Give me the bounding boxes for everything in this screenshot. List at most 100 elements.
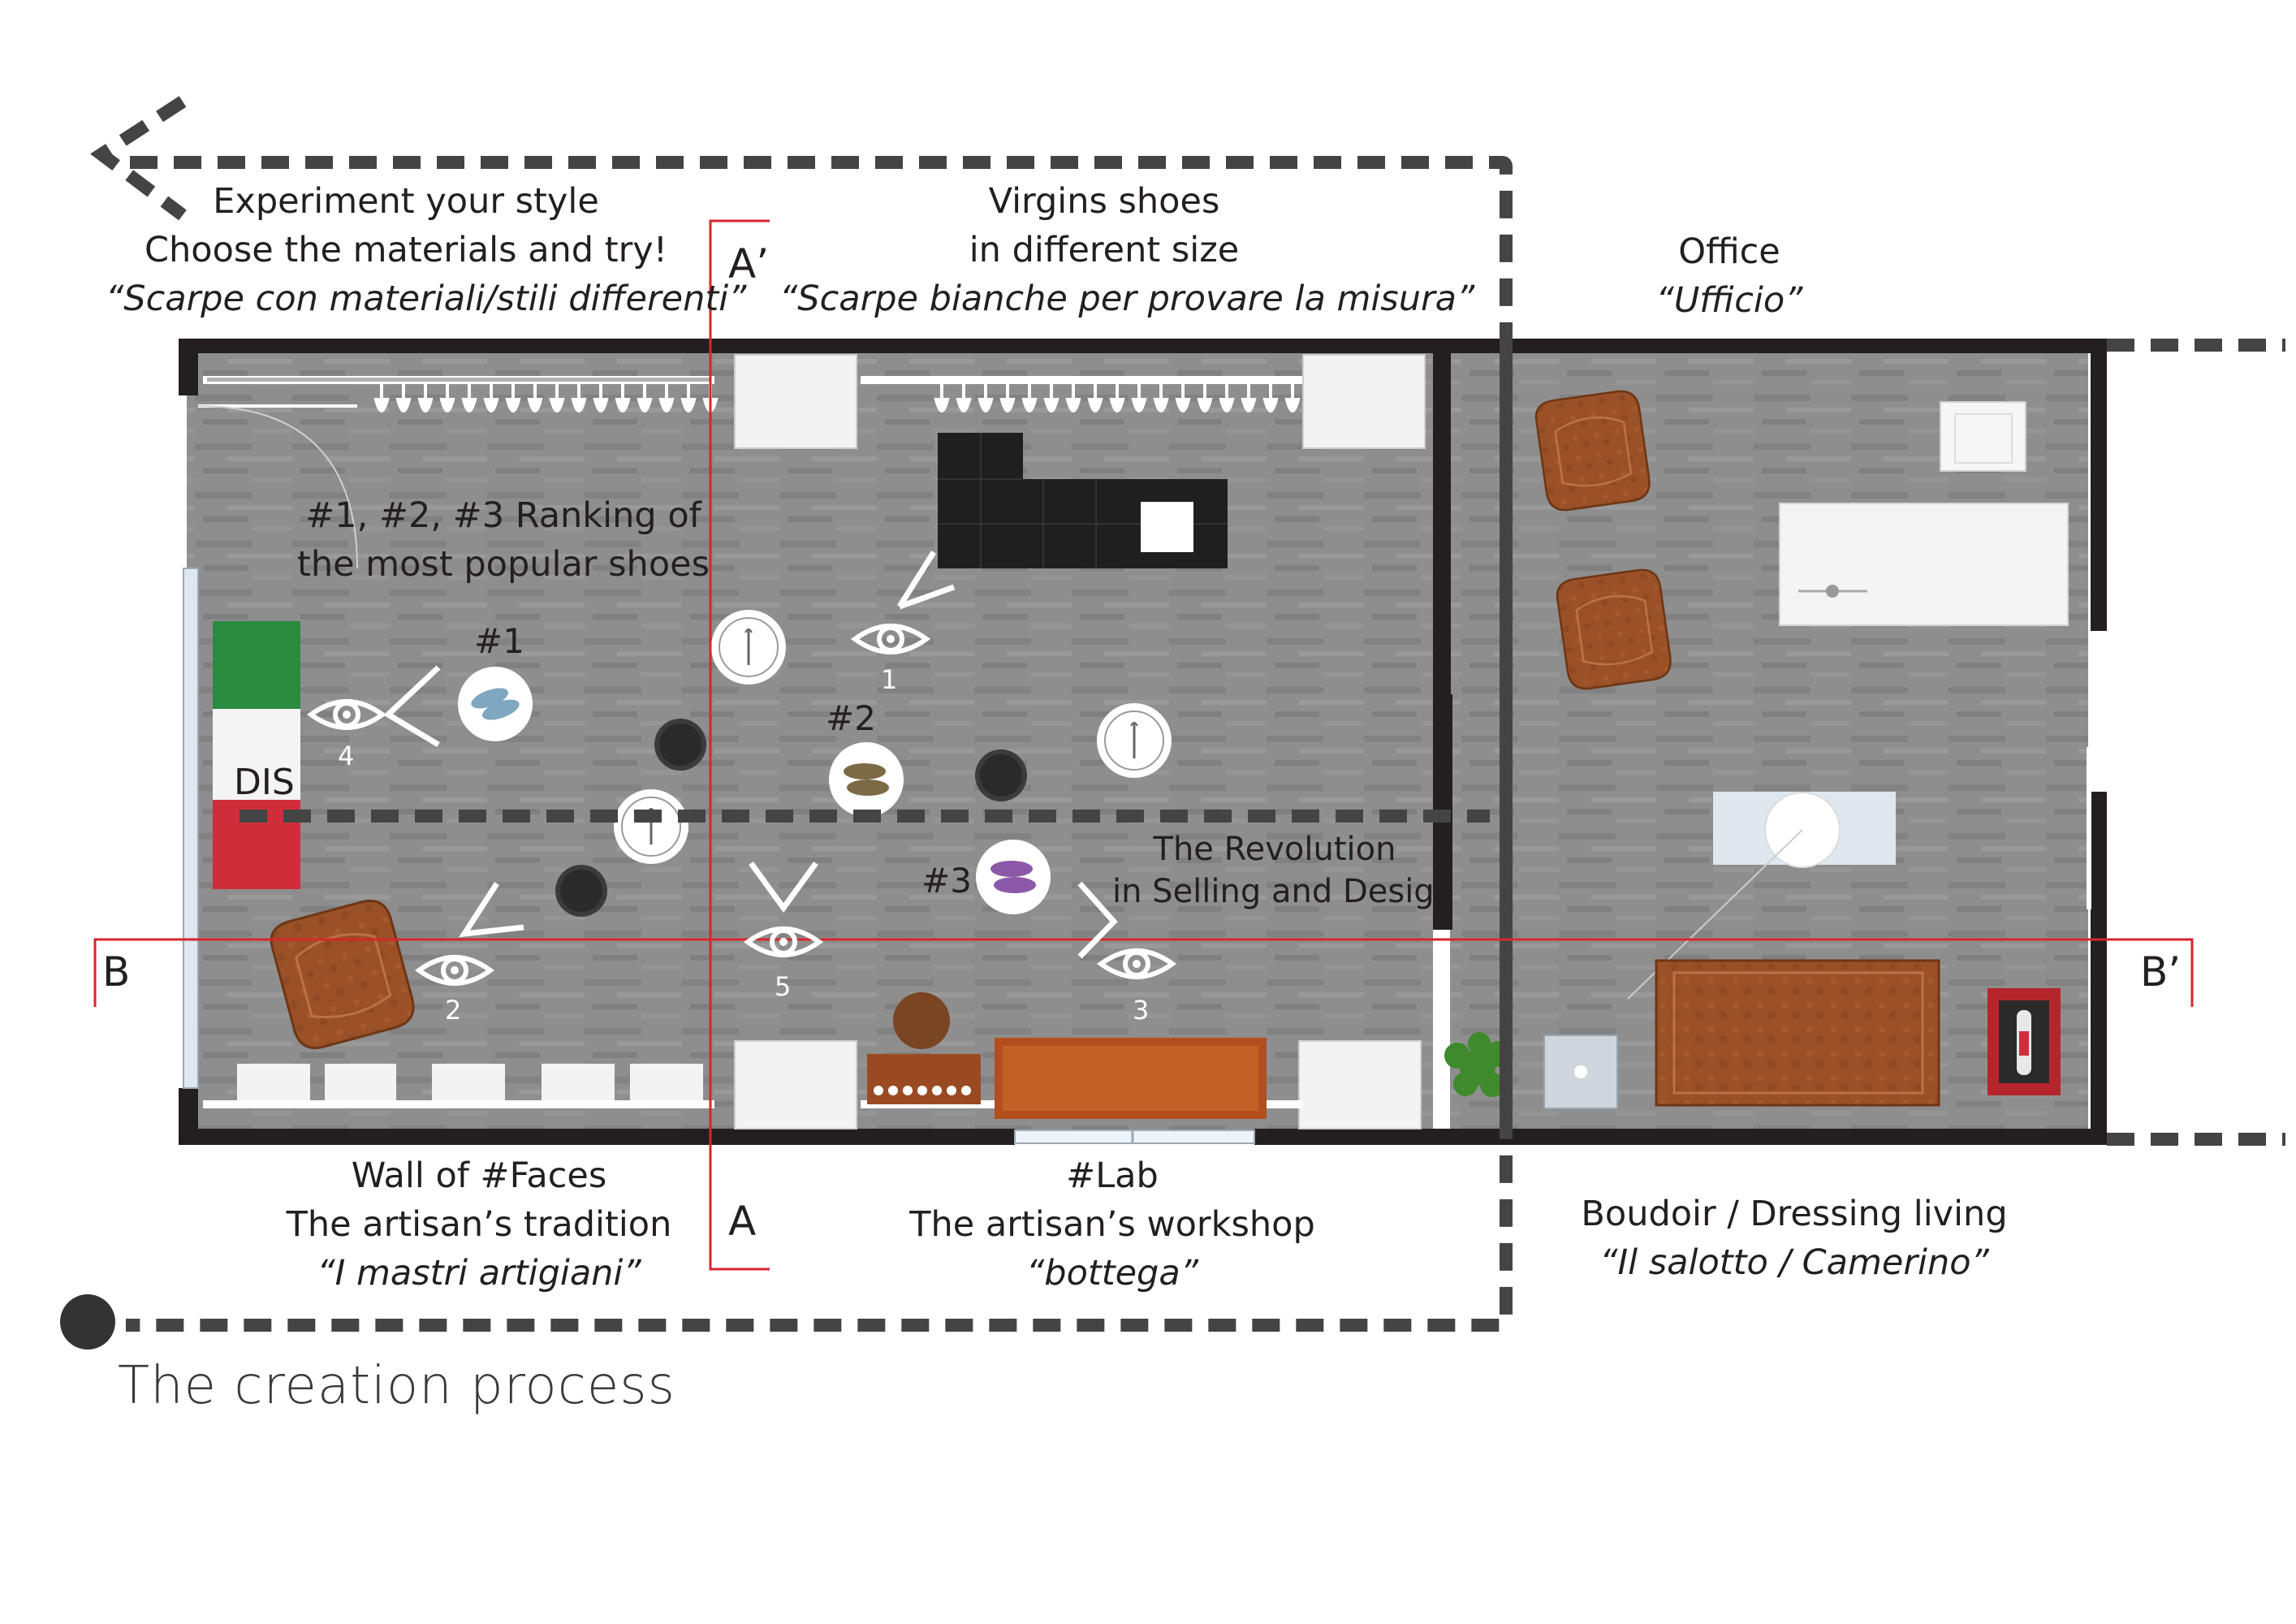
shoe-hook [680, 384, 697, 412]
zone-lab-italian: “bottega” [1026, 1253, 1198, 1294]
section-label-b: B [102, 948, 131, 996]
zone-virgins: Virgins shoes in different size “Scarpe … [779, 177, 1475, 323]
zone-ranking-subtitle: the most popular shoes [297, 544, 710, 585]
shoe-hook [1109, 384, 1125, 412]
rank-3-label: #3 [921, 861, 972, 901]
shoe-hook [999, 384, 1016, 412]
zone-boudoir-title: Boudoir / Dressing living [1581, 1194, 2008, 1234]
zone-office-title: Office [1678, 231, 1780, 272]
dis-flag [213, 621, 300, 889]
rank-1-plate [458, 667, 533, 741]
shoe-hook [1043, 384, 1060, 412]
view-eye-4 [311, 665, 441, 748]
zone-ranking: #1, #2, #3 Ranking of the most popular s… [292, 491, 714, 589]
shoe-hook [1219, 384, 1235, 412]
shoe-hook [1175, 384, 1191, 412]
zone-experiment-title: Experiment your style [213, 181, 599, 222]
view-eye-2 [419, 882, 524, 983]
display-plate [1095, 702, 1173, 780]
shoe-hook [417, 384, 434, 412]
section-label-a-prime: A’ [728, 240, 770, 287]
zone-office-italian: “Ufficio” [1655, 280, 1803, 321]
display-cube [734, 1040, 857, 1129]
black-shelving [938, 433, 1228, 568]
zone-boudoir: Boudoir / Dressing living “Il salotto / … [1567, 1190, 2022, 1287]
shoe-hook [1021, 384, 1038, 412]
zone-lab: #Lab The artisan’s workshop “bottega” [901, 1151, 1323, 1298]
boudoir-sofa [1655, 959, 1940, 1107]
shoe-hook [527, 384, 543, 412]
display-cube [1302, 354, 1426, 449]
view-eye-5 [748, 861, 819, 955]
shoe-hook [934, 384, 950, 412]
shoe-hook [1262, 384, 1279, 412]
shoe-hook [373, 384, 390, 412]
section-label-a: A [728, 1198, 757, 1245]
stool [654, 719, 706, 771]
office-armchair [1554, 566, 1674, 693]
entrance-door [1014, 1129, 1255, 1144]
arrow-head-icon [90, 96, 187, 221]
zone-faces-subtitle: The artisan’s tradition [286, 1204, 672, 1245]
stool [555, 865, 607, 917]
view-eye-1 [855, 551, 956, 652]
zone-boudoir-italian: “Il salotto / Camerino” [1599, 1242, 1989, 1283]
display-cube [1298, 1040, 1422, 1129]
shoe-hook [637, 384, 653, 412]
shoe-hangers-left [373, 384, 719, 412]
rank-2-label: #2 [826, 698, 876, 738]
shoe-hook [1284, 384, 1301, 412]
office-window [2087, 747, 2091, 909]
display-plate [710, 608, 788, 686]
shoe-hook [956, 384, 972, 412]
dis-label: DIS [234, 762, 295, 803]
display-plate [612, 788, 690, 866]
shoe-hook [571, 384, 587, 412]
page-title: The creation process [118, 1356, 675, 1416]
office-desk [1779, 503, 2069, 626]
rank-1-label: #1 [474, 621, 524, 661]
zone-revolution: The Revolution in Selling and Design [1112, 828, 1456, 913]
shoe-hook [978, 384, 994, 412]
eye-number-5: 5 [775, 971, 792, 1002]
shoe-hook [395, 384, 412, 412]
zone-experiment: Experiment your style Choose the materia… [106, 177, 747, 323]
section-label-b-prime: B’ [2140, 948, 2182, 996]
zone-lab-title: #Lab [1066, 1155, 1159, 1196]
zone-virgins-subtitle: in different size [969, 230, 1240, 270]
zone-virgins-italian: “Scarpe bianche per provare la misura” [779, 279, 1475, 319]
section-lines [93, 219, 2194, 1271]
start-dot [60, 1294, 115, 1350]
fire-extinguisher-icon [1987, 988, 2061, 1095]
stool [975, 749, 1027, 801]
lab-workbench [867, 992, 1267, 1119]
shoe-hook [505, 384, 521, 412]
zone-revolution-subtitle: in Selling and Design [1112, 873, 1456, 910]
view-eye-3 [1077, 881, 1172, 977]
shoe-hook [483, 384, 499, 412]
shoe-hangers-right [934, 384, 1301, 412]
zone-faces-italian: “I mastri artigiani” [317, 1253, 641, 1294]
shoe-hook [1087, 384, 1103, 412]
plant-icon [1444, 1032, 1511, 1097]
shoe-hook [1241, 384, 1257, 412]
creation-process-path [126, 156, 2285, 1332]
shoe-hook [549, 384, 565, 412]
zone-experiment-subtitle: Choose the materials and try! [145, 230, 667, 270]
rank-2-plate [829, 742, 904, 817]
shoe-hook [1197, 384, 1213, 412]
rank-3-plate [976, 840, 1051, 914]
shoe-hook [1153, 384, 1169, 412]
shoe-rack-top-left [203, 376, 714, 384]
zone-experiment-italian: “Scarpe con materiali/stili differenti” [106, 279, 747, 319]
zone-revolution-title: The Revolution [1153, 831, 1396, 868]
office-chair [1940, 401, 2026, 472]
display-cube [734, 354, 857, 449]
office-armchair [1533, 387, 1653, 514]
shoe-rack-bottom [203, 1100, 714, 1108]
window-left [183, 568, 199, 1089]
eye-number-4: 4 [338, 741, 355, 771]
eye-number-3: 3 [1133, 995, 1150, 1026]
zone-virgins-title: Virgins shoes [988, 181, 1220, 222]
